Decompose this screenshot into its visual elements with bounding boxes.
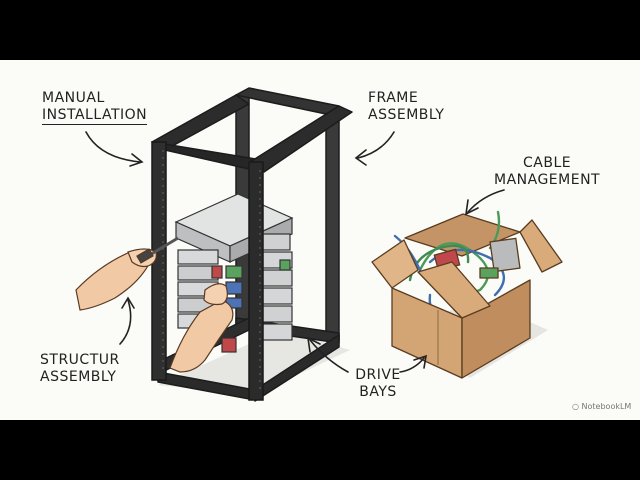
letterbox-bottom — [0, 420, 640, 480]
label-structur-assembly: STRUCTUR ASSEMBLY — [40, 352, 120, 386]
left-arm — [75, 251, 151, 311]
server-unit-4 — [261, 287, 293, 305]
watermark-notebooklm: ○ NotebookLM — [572, 402, 631, 411]
screwdriver-handle — [136, 248, 154, 264]
screwdriver-icon — [147, 236, 179, 258]
arrow-structur-assembly — [119, 299, 132, 345]
label-drive-line1: DRIVE — [355, 367, 401, 383]
label-manual-installation: MANUAL INSTALLATION — [42, 90, 148, 125]
right-fingers — [203, 283, 228, 306]
drive-red-2 — [221, 337, 237, 353]
arrow-drive-bays-head — [306, 336, 321, 353]
letterbox-top — [0, 0, 640, 60]
drive-in-box-grey — [489, 237, 521, 273]
box-flap-right — [519, 219, 563, 273]
arrow-frame-assembly-head — [354, 149, 367, 166]
server-unit-5 — [261, 305, 293, 323]
label-cable-line1: CABLE — [523, 155, 572, 171]
box-flap-front-left — [371, 239, 419, 289]
label-drive-bays: DRIVE BAYS — [348, 367, 408, 401]
arrow-drive-bays — [309, 339, 349, 373]
installer-hands — [75, 236, 234, 373]
server-unit-6 — [261, 323, 293, 341]
label-drive-line2: BAYS — [359, 384, 397, 400]
rack-post-back-right — [325, 111, 340, 341]
drive-bay-1 — [177, 249, 219, 265]
arrow-structur-assembly-head — [121, 296, 135, 309]
drive-in-box-green — [479, 267, 499, 279]
label-manual-line2: INSTALLATION — [42, 107, 148, 125]
drive-green-2 — [279, 259, 291, 271]
notebooklm-logo-icon: ○ — [572, 402, 579, 411]
server-unit-3 — [261, 269, 293, 287]
label-structur-line1: STRUCTUR — [40, 352, 120, 368]
rack-post-front-right — [248, 161, 264, 401]
right-arm — [169, 299, 234, 373]
label-frame-line2: ASSEMBLY — [368, 107, 445, 123]
arrow-drive-bays-box — [399, 357, 425, 373]
arrow-manual-installation-head — [129, 153, 144, 167]
label-cable-line2: MANAGEMENT — [494, 172, 601, 188]
watermark-text: NotebookLM — [581, 402, 632, 411]
rack-front-posts — [151, 141, 264, 401]
arrow-cable-management — [467, 189, 505, 213]
arrow-drive-bays-box-head — [413, 354, 428, 369]
label-frame-line1: FRAME — [368, 90, 419, 106]
server-unit-1 — [259, 233, 291, 251]
arrow-cable-management-head — [464, 199, 479, 216]
label-manual-line1: MANUAL — [42, 90, 105, 106]
drive-red-1 — [211, 265, 223, 279]
arrow-manual-installation — [85, 131, 141, 163]
box-flap-front — [417, 261, 491, 319]
callout-arrows — [85, 131, 505, 373]
cable-box — [371, 210, 563, 379]
drive-blue-1 — [225, 281, 243, 295]
label-frame-assembly: FRAME ASSEMBLY — [368, 90, 444, 124]
drive-green-1 — [225, 265, 243, 279]
label-cable-management: CABLE MANAGEMENT — [494, 155, 600, 189]
label-structur-line2: ASSEMBLY — [40, 369, 117, 385]
box-side — [461, 279, 531, 379]
arrow-frame-assembly — [357, 131, 395, 159]
